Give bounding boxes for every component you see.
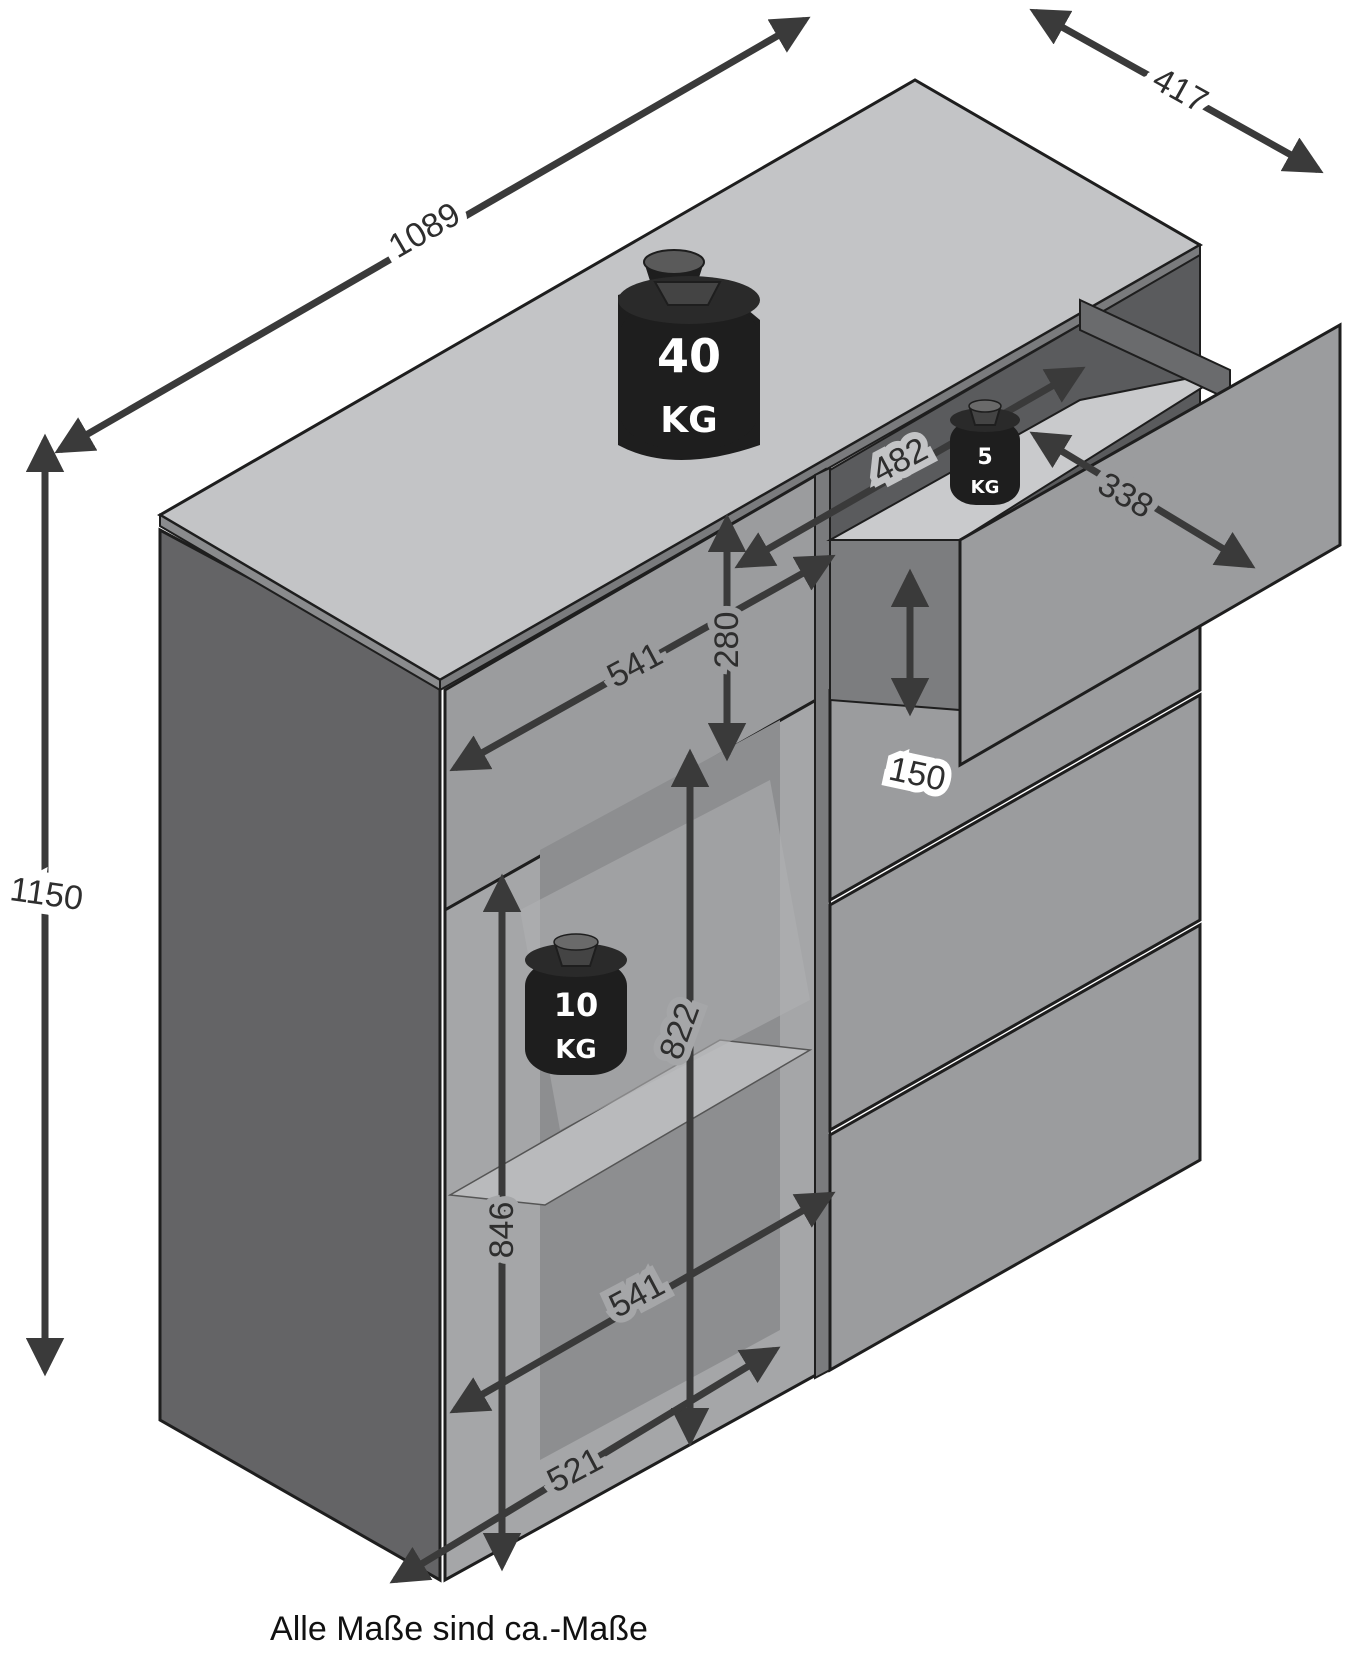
depth-arrow <box>1029 8 1324 174</box>
width-arrow <box>54 16 811 454</box>
drawer-width-arrow <box>734 366 1086 569</box>
drawer-2-front <box>828 692 1202 1133</box>
weight-5kg-icon: 5 KG <box>950 399 1020 505</box>
dimension-lines <box>25 8 1324 1584</box>
drawer-depth-arrow <box>1029 431 1256 569</box>
width-label: 1089 <box>382 195 467 266</box>
weight-40-value: 40 <box>657 329 721 383</box>
weight-10-unit: KG <box>555 1035 597 1065</box>
weight-10-value: 10 <box>554 986 599 1024</box>
divider <box>814 466 831 1380</box>
side-panel <box>158 527 442 1583</box>
depth-label: 417 <box>1146 60 1214 121</box>
caption: Alle Maße sind ca.-Maße <box>270 1610 648 1648</box>
upper-height-label: 280 <box>708 612 746 669</box>
inner-width-arrow <box>389 1346 781 1584</box>
weight-40-unit: KG <box>660 400 717 441</box>
weight-10kg-icon: 10 KG <box>525 933 627 1075</box>
weight-5-unit: KG <box>971 477 1000 498</box>
weight-40kg-icon: 40 KG <box>618 249 760 460</box>
height-label: 1150 <box>8 870 86 918</box>
open-height-label: 846 <box>483 1202 521 1259</box>
open-drawer-side <box>829 539 961 712</box>
weight-5-value: 5 <box>977 445 992 470</box>
upper-width-arrow <box>449 554 836 772</box>
